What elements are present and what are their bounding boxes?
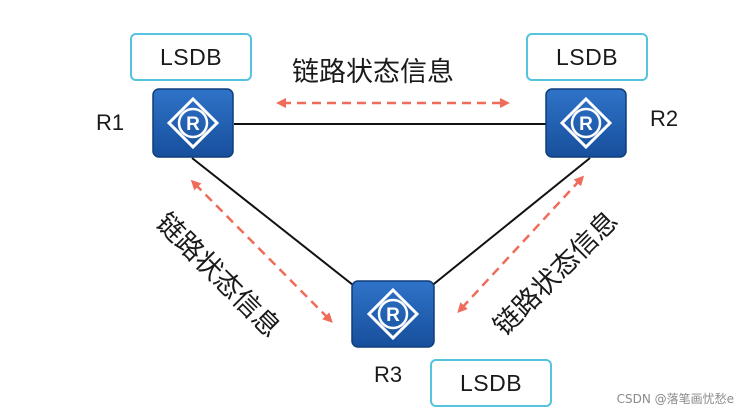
router-r3-label: R3 <box>374 362 403 387</box>
router-r2-letter: R <box>579 114 593 135</box>
lsdb-box-r3: LSDB <box>430 359 552 407</box>
router-r3-letter: R <box>386 305 400 326</box>
router-r2-label: R2 <box>650 106 679 131</box>
router-r1-letter: R <box>186 114 200 135</box>
router-r1-label: R1 <box>96 110 125 135</box>
watermark-text: CSDN @落笔画忧愁e <box>616 392 734 406</box>
lsdb-box-r1: LSDB <box>130 33 252 81</box>
lsdb-box-r2: LSDB <box>526 33 648 81</box>
router-r1-icon: R <box>152 88 234 158</box>
dashed-arrow-left <box>190 179 333 323</box>
router-r3-icon: R <box>351 280 435 348</box>
router-r2-icon: R <box>545 88 627 158</box>
link-info-label-top: 链路状态信息 <box>292 57 454 88</box>
